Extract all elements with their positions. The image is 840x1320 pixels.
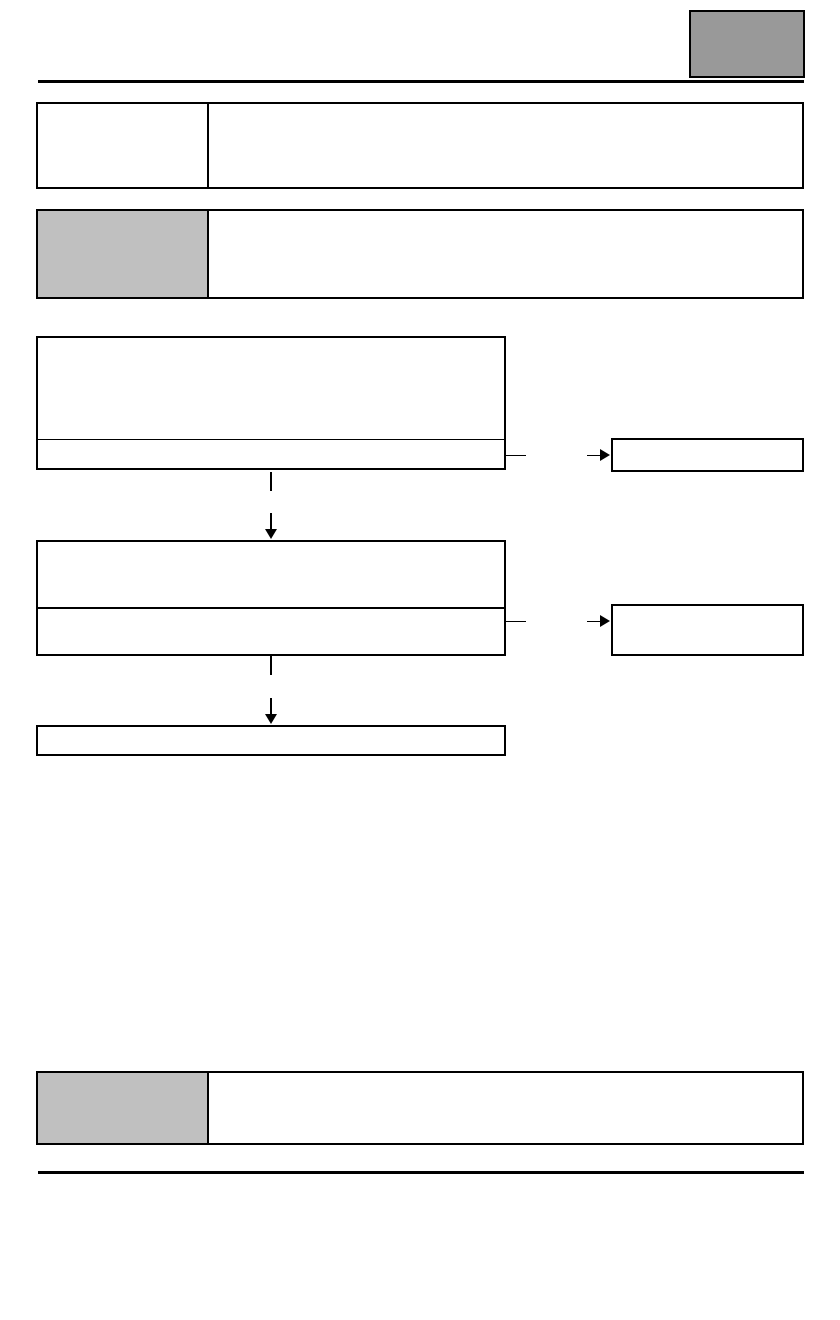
section-tab bbox=[689, 10, 805, 78]
ng-connector-1 bbox=[506, 455, 526, 456]
flow-step-1-result-text bbox=[38, 440, 504, 450]
info-table-3-label-cell bbox=[38, 1073, 209, 1143]
ng-arrow-shaft-1 bbox=[587, 455, 601, 456]
ng-action-box-1 bbox=[611, 438, 804, 472]
flow-step-3 bbox=[36, 725, 506, 756]
page-number bbox=[38, 1182, 804, 1202]
ok-arrow-shaft-1 bbox=[270, 513, 272, 530]
flow-step-1-question bbox=[38, 338, 504, 439]
info-table-3 bbox=[36, 1071, 804, 1145]
info-table-2-label bbox=[38, 211, 207, 223]
flow-step-2-result-text bbox=[38, 609, 504, 621]
section-tab-label bbox=[691, 12, 803, 24]
ng-action-2 bbox=[613, 606, 802, 618]
header-rule bbox=[38, 80, 804, 83]
ok-connector-2 bbox=[270, 656, 272, 675]
info-table-1 bbox=[36, 102, 804, 189]
ok-connector-1 bbox=[270, 472, 272, 491]
ok-arrow-2-icon bbox=[265, 714, 277, 724]
ok-arrow-shaft-2 bbox=[270, 698, 272, 715]
flow-step-2 bbox=[36, 540, 506, 656]
flow-step-1 bbox=[36, 336, 506, 470]
info-table-1-label-cell bbox=[38, 104, 209, 187]
info-table-1-label bbox=[38, 104, 207, 116]
ok-label-2 bbox=[282, 676, 322, 694]
ng-arrow-2-icon bbox=[600, 615, 610, 627]
ng-label-1 bbox=[530, 446, 584, 464]
ok-label-1 bbox=[282, 492, 322, 510]
ng-arrow-shaft-2 bbox=[587, 621, 601, 622]
flow-step-3-text bbox=[38, 727, 504, 738]
info-table-3-label bbox=[38, 1073, 207, 1085]
ng-action-1 bbox=[613, 440, 802, 452]
flow-step-2-result bbox=[38, 607, 504, 654]
info-table-2 bbox=[36, 209, 804, 299]
flow-step-1-result bbox=[38, 439, 504, 468]
info-table-2-content bbox=[211, 211, 802, 297]
info-table-1-content bbox=[211, 104, 802, 187]
ok-arrow-1-icon bbox=[265, 529, 277, 539]
footer-rule bbox=[38, 1171, 804, 1174]
flow-step-2-question bbox=[38, 542, 504, 607]
ng-connector-2 bbox=[506, 621, 526, 622]
ng-label-2 bbox=[530, 612, 584, 630]
ng-arrow-1-icon bbox=[600, 449, 610, 461]
page-title bbox=[38, 40, 678, 76]
ng-action-box-2 bbox=[611, 604, 804, 656]
info-table-3-content bbox=[211, 1073, 802, 1143]
info-table-2-label-cell bbox=[38, 211, 209, 297]
